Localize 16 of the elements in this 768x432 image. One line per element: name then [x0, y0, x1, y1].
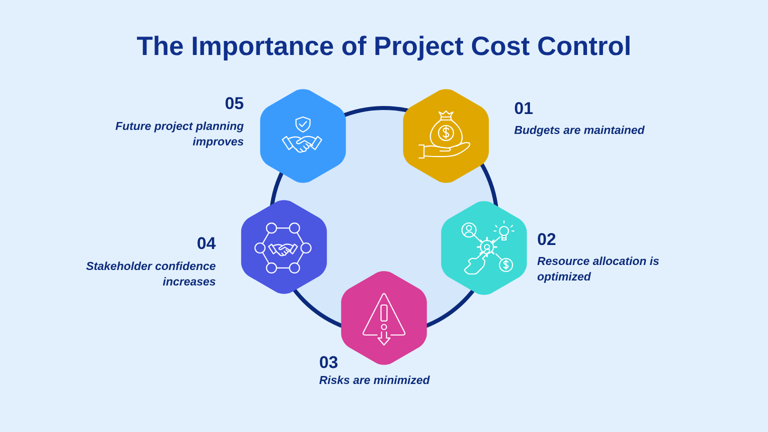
step-number: 01: [514, 102, 533, 114]
step-description: Stakeholder confidence increases: [86, 262, 216, 286]
step-description: Resource allocation is optimized: [537, 256, 659, 283]
step-number: 02: [538, 233, 556, 246]
step-number: 04: [198, 237, 216, 250]
hexagon: [341, 271, 427, 365]
hexagon: [241, 200, 327, 294]
title: The Importance of Project Cost Control: [136, 36, 630, 60]
step-number: 03: [320, 356, 338, 368]
step-number: 05: [226, 97, 244, 110]
step-description: Budgets are maintained: [514, 126, 645, 136]
hexagon: [441, 201, 527, 295]
hexagon: [260, 89, 346, 183]
hexagon: [403, 89, 489, 183]
step-description: Future project planning improves: [116, 122, 244, 148]
step-description: Risks are minimized: [319, 376, 430, 384]
